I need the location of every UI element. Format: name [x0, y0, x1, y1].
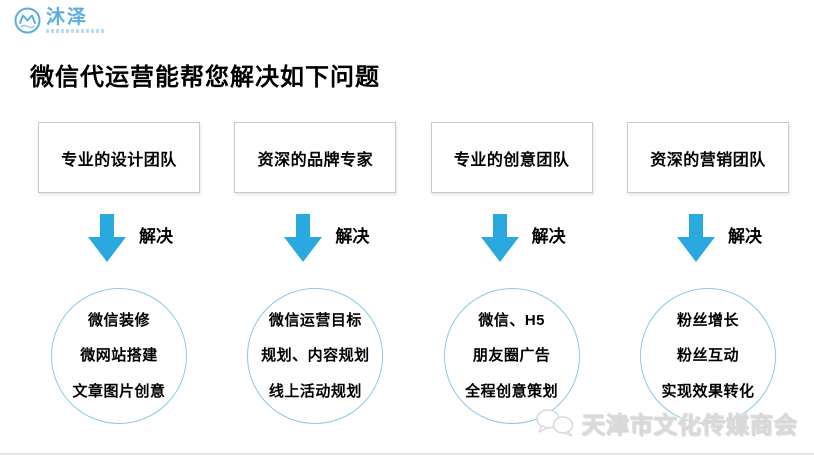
- brand-tagline-line: [46, 29, 104, 33]
- circle-line: 朋友圈广告: [472, 347, 551, 365]
- watermark: 天津市文化传媒商会: [534, 406, 798, 440]
- bottom-divider: [0, 453, 814, 455]
- m-wave-circle-icon: [14, 7, 41, 34]
- result-circle: 粉丝增长 粉丝互动 实现效果转化: [639, 288, 776, 424]
- team-box: 资深的营销团队: [626, 122, 789, 193]
- column-brand-expert: 资深的品牌专家 解决 微信运营目标 规划、内容规划 线上活动规划: [234, 122, 397, 424]
- solve-label: 解决: [139, 227, 173, 246]
- down-arrow-icon: [676, 214, 715, 262]
- solution-columns: 专业的设计团队 解决 微信装修 微网站搭建 文章图片创意 资深的品牌专家 解决 …: [38, 122, 789, 424]
- circle-line: 实现效果转化: [661, 382, 755, 400]
- result-circle: 微信运营目标 规划、内容规划 线上活动规划: [247, 288, 384, 424]
- brand-logo: 沐泽: [14, 7, 104, 34]
- circle-line: 粉丝互动: [676, 347, 739, 365]
- circle-line: 规划、内容规划: [261, 347, 370, 365]
- solve-label: 解决: [531, 227, 566, 246]
- down-arrow-icon: [480, 214, 519, 262]
- down-arrow-icon: [284, 214, 323, 262]
- result-circle: 微信装修 微网站搭建 文章图片创意: [51, 288, 187, 424]
- watermark-text: 天津市文化传媒商会: [582, 412, 798, 439]
- column-marketing-team: 资深的营销团队 解决 粉丝增长 粉丝互动 实现效果转化: [626, 122, 789, 424]
- solve-label: 解决: [727, 227, 762, 246]
- circle-line: 微信装修: [87, 312, 150, 330]
- solve-label: 解决: [335, 227, 370, 246]
- circle-line: 微信、H5: [478, 312, 545, 330]
- circle-line: 微信运营目标: [268, 312, 362, 330]
- circle-line: 全程创意策划: [465, 382, 559, 400]
- page-title: 微信代运营能帮您解决如下问题: [30, 64, 380, 91]
- down-arrow-icon: [88, 214, 126, 262]
- column-creative-team: 专业的创意团队 解决 微信、H5 朋友圈广告 全程创意策划: [430, 122, 593, 424]
- arrow-row: 解决: [234, 214, 396, 264]
- team-box: 专业的创意团队: [430, 122, 593, 193]
- circle-line: 粉丝增长: [676, 312, 739, 330]
- circle-line: 线上活动规划: [268, 382, 362, 400]
- arrow-row: 解决: [38, 214, 200, 264]
- team-box: 专业的设计团队: [38, 122, 200, 193]
- arrow-row: 解决: [627, 214, 789, 264]
- circle-line: 微网站搭建: [80, 347, 158, 365]
- chat-bubbles-icon: [536, 409, 574, 437]
- result-circle: 微信、H5 朋友圈广告 全程创意策划: [443, 288, 580, 424]
- column-design-team: 专业的设计团队 解决 微信装修 微网站搭建 文章图片创意: [38, 122, 200, 424]
- arrow-row: 解决: [431, 214, 593, 264]
- brand-name: 沐泽: [46, 7, 89, 28]
- team-box: 资深的品牌专家: [234, 122, 397, 193]
- circle-line: 文章图片创意: [72, 382, 166, 400]
